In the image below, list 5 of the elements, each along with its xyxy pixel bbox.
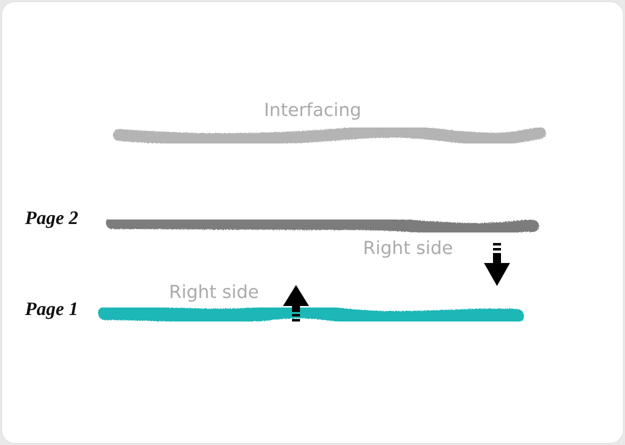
page-label: Page 1 xyxy=(25,300,78,319)
side-label: Right side xyxy=(169,284,259,302)
layer-label: Interfacing xyxy=(264,102,362,120)
side-label: Right side xyxy=(363,240,453,258)
page-label: Page 2 xyxy=(25,209,78,228)
